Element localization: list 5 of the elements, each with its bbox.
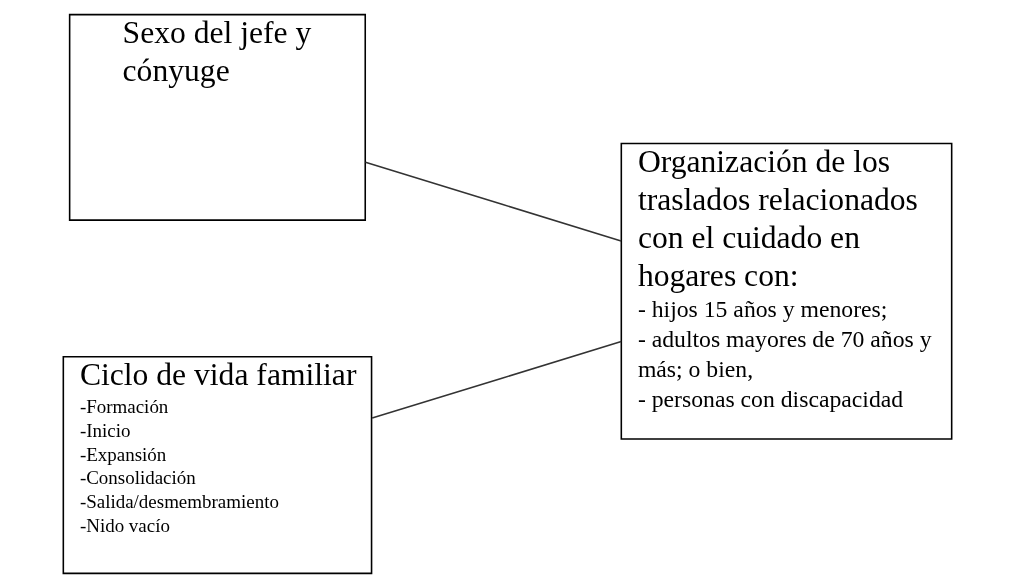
node-box: Organización de los traslados relacionados con el cuidado en hogares con: - hijos 15 años y menores; - adultos mayores de 70 años y más; o bien, - personas con discapacidad: [620, 142, 952, 440]
connector: [370, 340, 622, 419]
node-box: Sexo del jefe y cónyuge: [68, 13, 366, 221]
connector: [364, 161, 622, 242]
node-box: Ciclo de vida familiar -Formación -Inicio -Expansión -Consolidación -Salida/desmembramiento -Nido vacío: [62, 356, 372, 575]
